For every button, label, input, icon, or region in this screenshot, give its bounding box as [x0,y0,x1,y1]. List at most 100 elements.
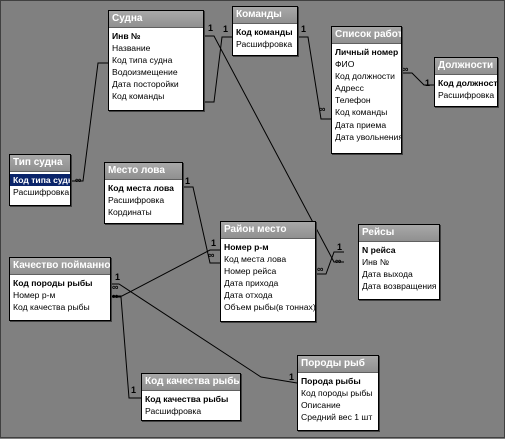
table-title[interactable]: Район место [221,222,315,239]
primary-key-field[interactable]: Код команды [236,27,293,37]
field[interactable]: Дата отхода [224,290,273,301]
field[interactable]: Код команды [112,91,165,102]
field[interactable]: Средний вес 1 шт [301,412,373,423]
field[interactable]: Номер рейса [224,266,277,277]
link-kachestvo-porody [112,283,298,384]
field[interactable]: Код породы рыбы [301,388,373,399]
link-mesto-rayon [183,186,220,264]
field[interactable]: Кординаты [108,207,152,218]
field[interactable]: Дата прихода [224,278,279,289]
field[interactable]: Код команды [335,107,388,118]
primary-key-field[interactable]: Код породы рыбы [13,278,93,288]
card-many-kach-2: ∞ [112,291,119,301]
field[interactable]: Адресс [335,83,364,94]
field[interactable]: Дата возвращения [362,281,437,292]
primary-key-field[interactable]: Код должности [438,78,497,88]
link-rayon-kachestvo [112,249,220,297]
primary-key-field[interactable]: Личный номер [335,47,399,57]
primary-key-field[interactable]: Код типа судна [10,174,70,187]
field[interactable]: Объем рыбы(в тоннах) [224,302,315,313]
field[interactable]: Расшифровка [438,90,495,101]
link-komandy-spisok [298,36,331,120]
primary-key-field[interactable]: N рейса [362,245,396,255]
card-one-kodkach: 1 [131,385,137,395]
card-many-rayon-reys: ∞ [317,264,324,274]
link-sudna-reysy [204,35,344,263]
card-one-porody: 1 [289,372,295,382]
field[interactable]: Номер р-м [13,290,56,301]
card-many-rayon-mesto: ∞ [208,250,215,260]
field[interactable]: Расшифровка [13,187,70,198]
field[interactable]: Водоизмещение [112,67,178,78]
primary-key-field[interactable]: Порода рыбы [301,376,361,386]
primary-key-field[interactable]: Инв № [112,31,141,41]
field[interactable]: ФИО [335,59,355,70]
link-sudna-komandy [204,36,232,103]
primary-key-field[interactable]: Код качества рыбы [145,394,229,404]
link-tip-sudna-sudna [71,62,108,182]
field[interactable]: Название [112,43,151,54]
table-title[interactable]: Рейсы [359,225,439,242]
card-one-komandy: 1 [223,24,229,34]
field[interactable]: Инв № [362,257,390,268]
field[interactable]: Дата посторойки [112,79,179,90]
primary-key-field[interactable]: Номер р-м [224,242,269,252]
card-one-reysy: 1 [337,242,343,252]
field[interactable]: Код места лова [224,254,287,265]
field[interactable]: Описание [301,400,341,411]
field[interactable]: Расшифровка [145,406,202,417]
field[interactable]: Код качества рыбы [13,302,90,313]
table-title[interactable]: Место лова [105,163,182,180]
card-many-reysy-inv: ∞ [335,256,342,266]
card-one-rayon: 1 [211,238,217,248]
field[interactable]: Телефон [335,95,371,106]
table-title[interactable]: Качество пойманной [10,258,110,275]
field-list: Код типа суднаРасшифровка [10,172,70,200]
table-title[interactable]: Судна [109,11,203,28]
card-many-spisok: ∞ [319,104,326,114]
link-kachestvo-kodkach [112,296,141,399]
card-one-mesto: 1 [185,176,191,186]
card-many-kach-1: ∞ [112,282,119,292]
card-one-sudna-komanda: 1 [208,23,214,33]
table-title[interactable]: Код качества рыбы [142,374,240,391]
field[interactable]: Код должности [335,71,395,82]
field[interactable]: Расшифровка [236,39,293,50]
field[interactable]: Дата приема [335,119,387,130]
field[interactable]: Дата выхода [362,269,413,280]
table-title[interactable]: Породы рыб [298,356,378,373]
primary-key-field[interactable]: Код места лова [108,183,174,193]
table-title[interactable]: Список работ... [332,27,401,44]
table-title[interactable]: Тип судна [10,155,70,172]
table-title[interactable]: Должности [435,58,497,75]
field[interactable]: Дата увольнения [335,131,401,142]
table-title[interactable]: Команды [233,7,297,24]
card-many-spisok-dolzh: ∞ [402,64,409,74]
card-many-tip: ∞ [75,175,82,185]
field[interactable]: Код типа судна [112,55,173,66]
field[interactable]: Расшифровка [108,195,165,206]
